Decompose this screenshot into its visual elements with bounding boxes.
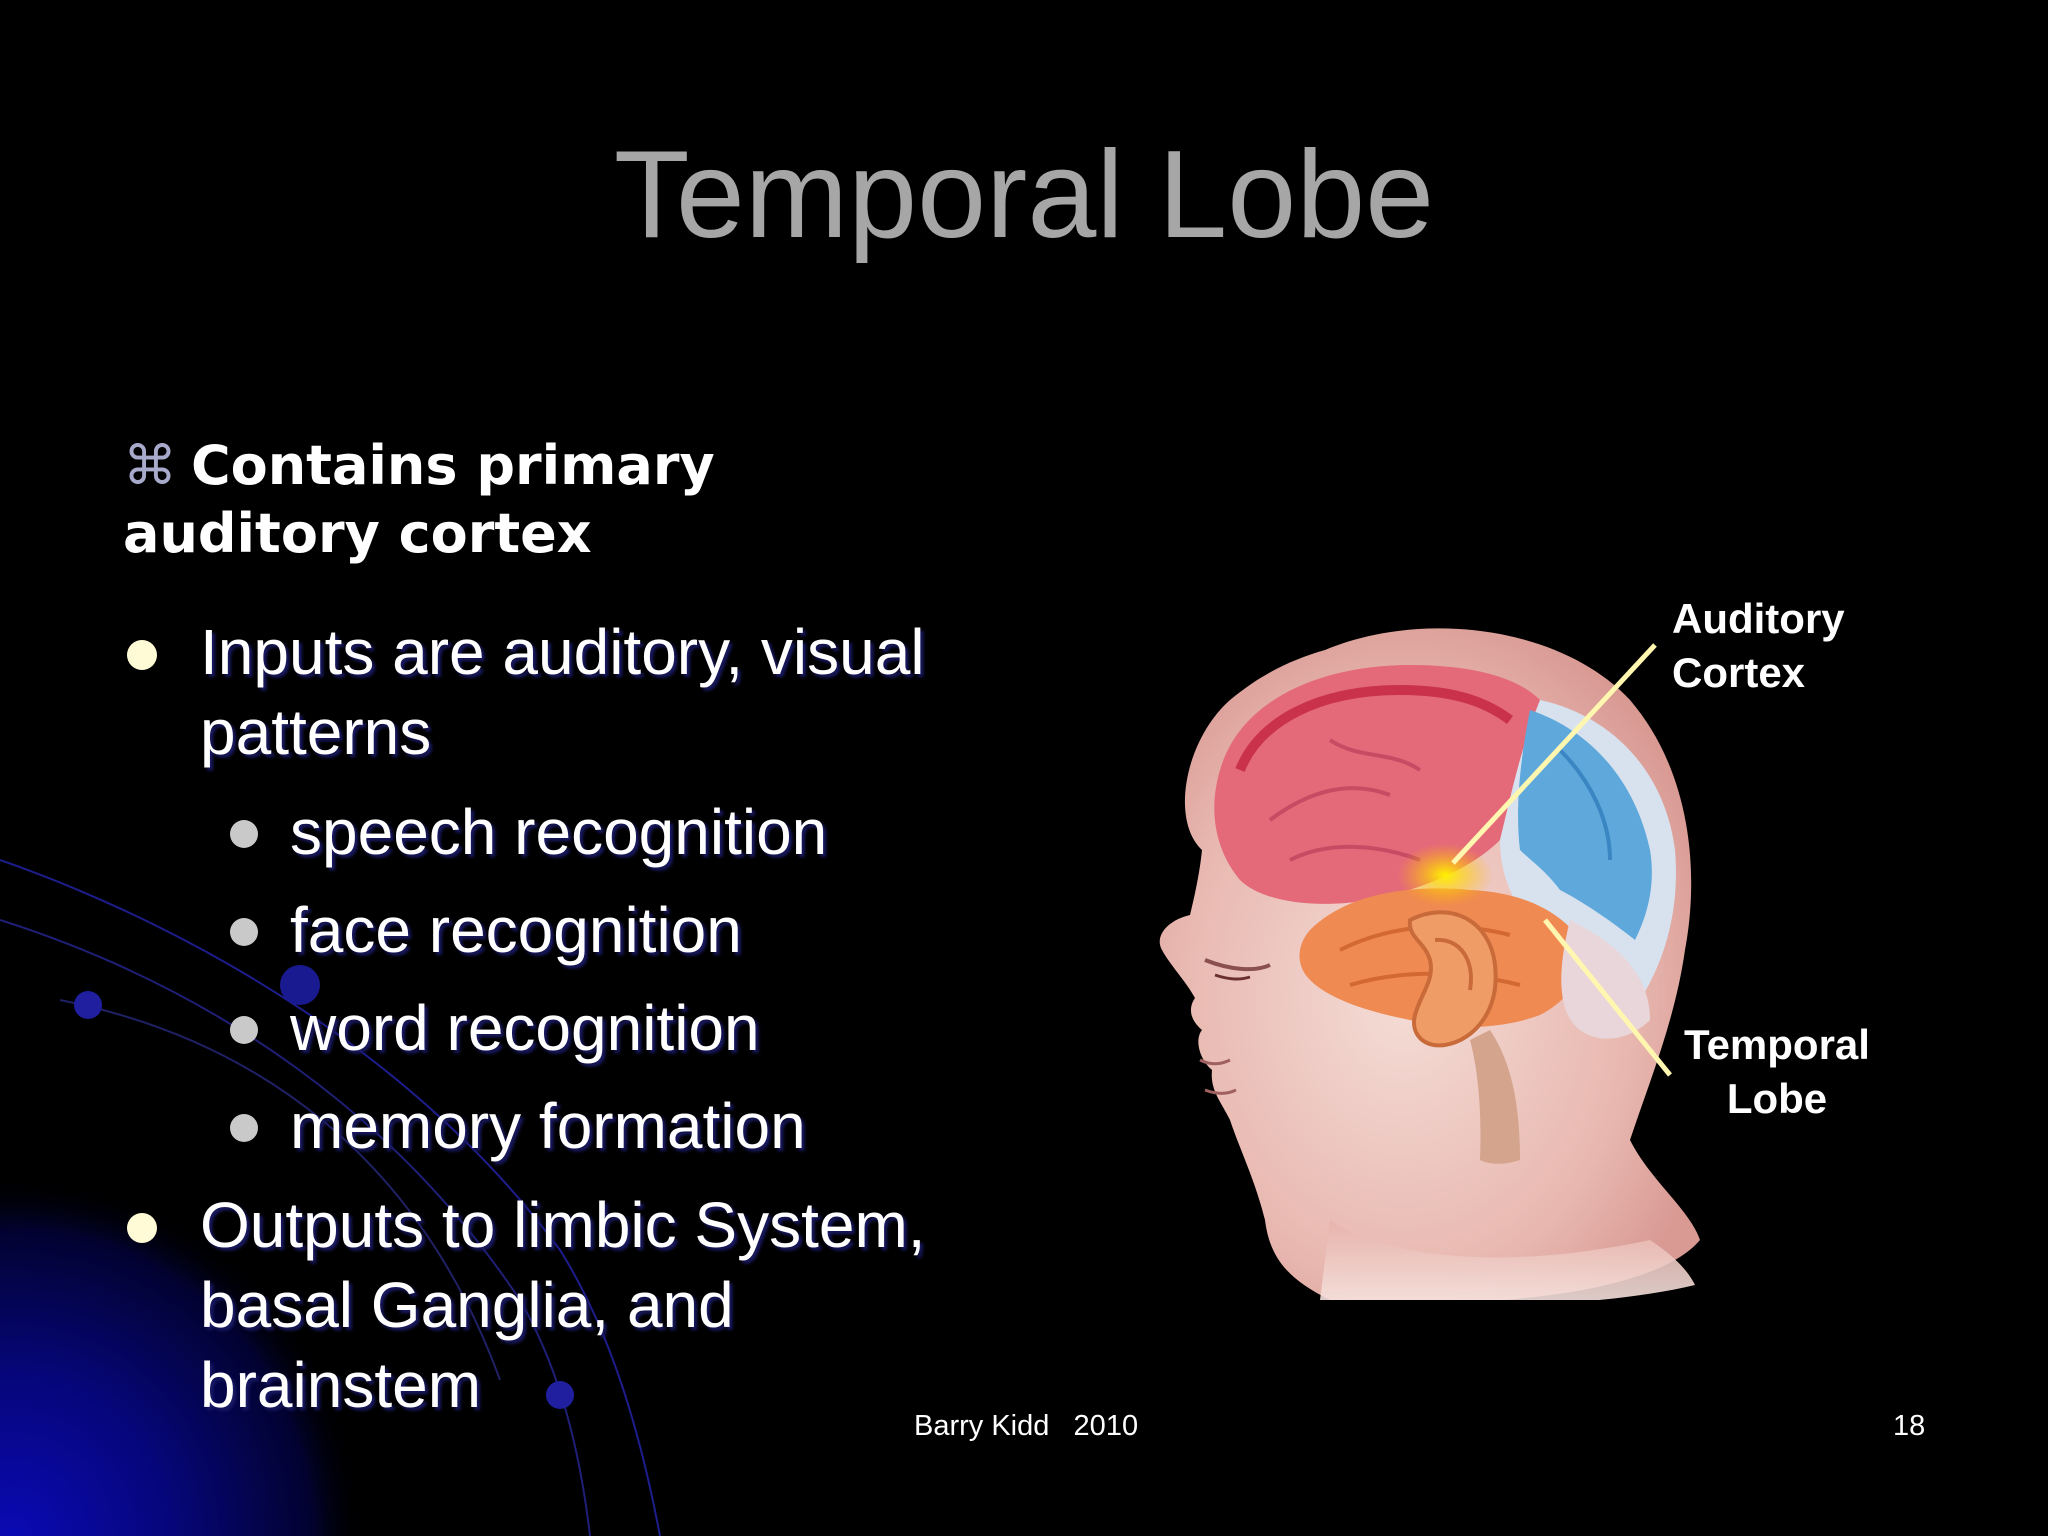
subbullet-dot-icon [230,1016,258,1044]
bullet-inputs-line-1: Inputs are auditory, visual [200,616,925,688]
subheading-line-1: Contains primary [191,434,715,497]
subheading-line-2: auditory cortex [123,502,592,565]
bullet-outputs-line-1: Outputs to limbic System, [200,1189,926,1261]
subbullet-dot-icon [230,820,258,848]
subbullet-dot-icon [230,1114,258,1142]
bullet-dot-icon [127,640,157,670]
callout-auditory-line-1: Auditory [1672,595,1845,642]
callout-temporal-line-2: Lobe [1726,1075,1828,1122]
subbullet-speech: speech recognition [290,796,828,868]
subbullet-word: word recognition [290,992,760,1064]
brain-head-illustration [1159,628,1700,1300]
subbullet-face: face recognition [290,894,742,966]
callout-auditory-cortex: Auditory Cortex [1672,592,1845,700]
callout-auditory-line-2: Cortex [1672,649,1806,696]
callout-temporal-line-1: Temporal [1684,1021,1870,1068]
bullet-outputs: Outputs to limbic System, basal Ganglia,… [200,1185,1020,1425]
bullet-outputs-line-2: basal Ganglia, and [200,1269,734,1341]
bullet-inputs-line-2: patterns [200,696,432,768]
page-number: 18 [1893,1410,1926,1442]
bullet-dot-icon [127,1213,157,1243]
subbullet-memory: memory formation [290,1090,806,1162]
callout-temporal-lobe: Temporal Lobe [1672,1018,1882,1126]
bullet-outputs-line-3: brainstem [200,1349,481,1421]
subbullet-dot-icon [230,918,258,946]
slide-title: Temporal Lobe [613,126,1435,264]
command-symbol-icon: ⌘ [123,434,177,497]
subheading: ⌘Contains primary auditory cortex [123,432,843,568]
footer-author: Barry Kidd 2010 [914,1410,1139,1442]
bullet-inputs: Inputs are auditory, visual patterns [200,612,1020,772]
